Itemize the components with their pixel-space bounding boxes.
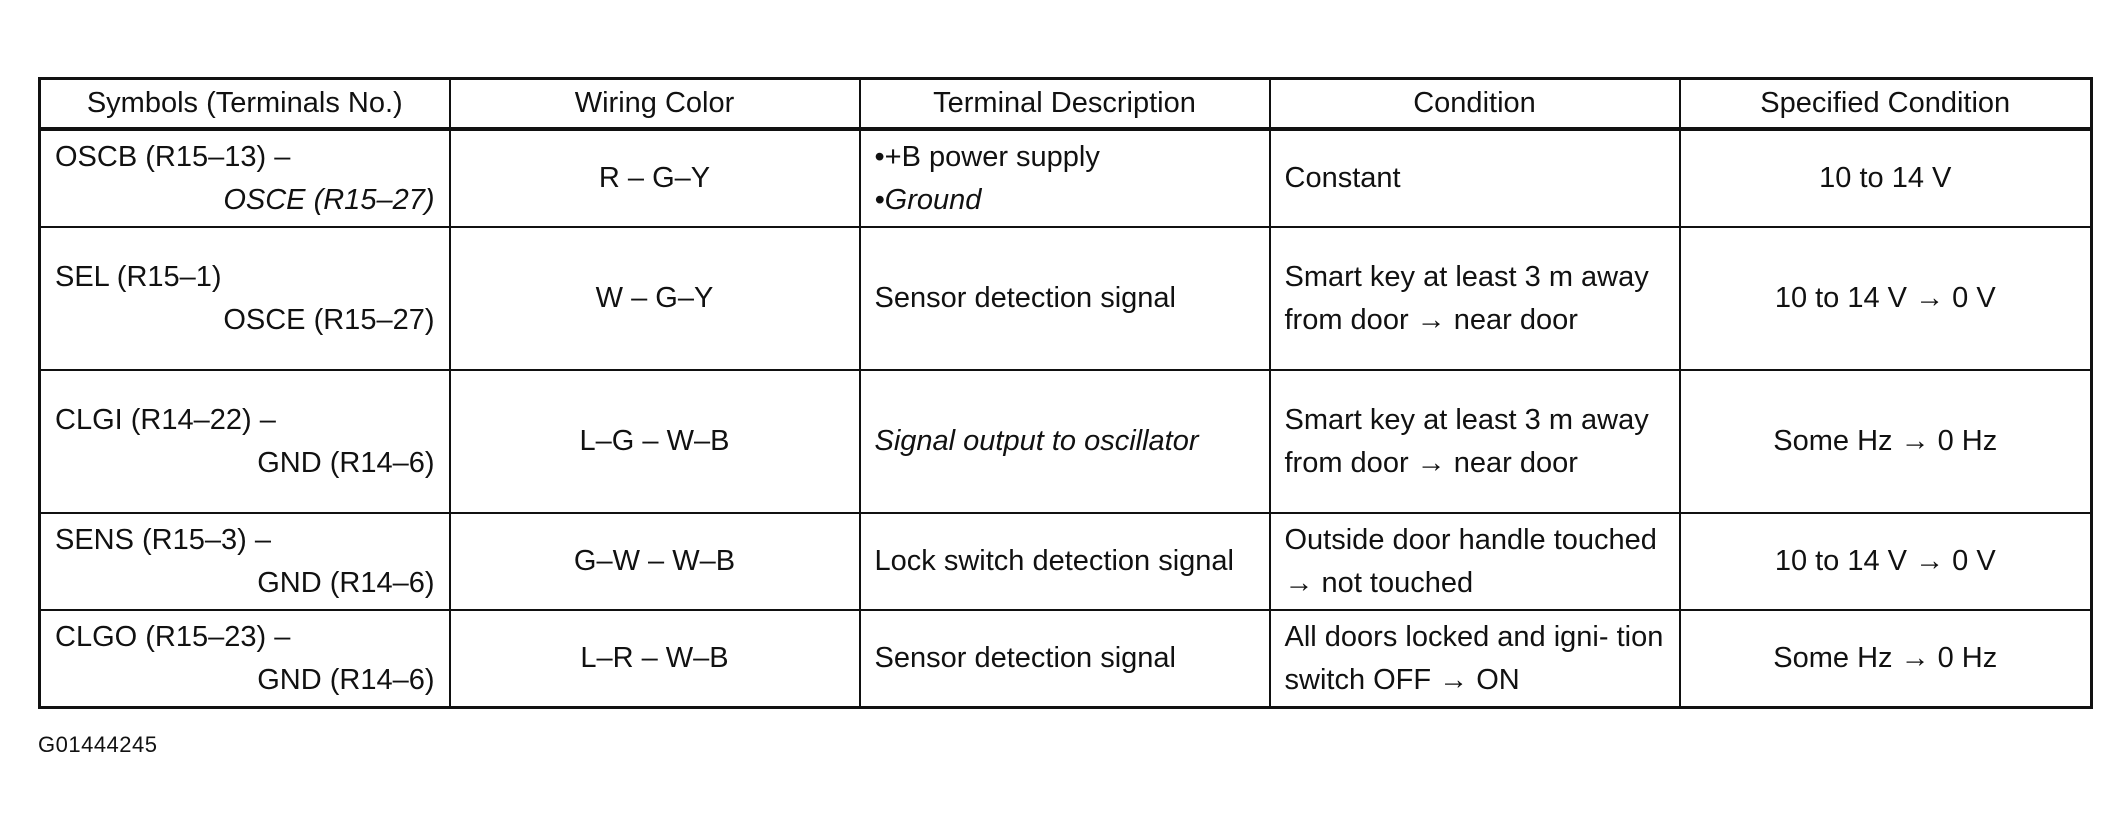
header-row: Symbols (Terminals No.) Wiring Color Ter… <box>38 77 2093 131</box>
description-cell: Sensor detection signal <box>858 609 1271 709</box>
description-line: •+B power supply <box>874 140 1100 173</box>
symbol-to: OSCE (R15–27) <box>223 183 435 216</box>
symbol-from: OSCB (R15–13) – <box>55 140 291 173</box>
table-row: CLGI (R14–22) – GND (R14–6) L–G – W–B Si… <box>38 369 2093 514</box>
table-row: SEL (R15–1) OSCE (R15–27) W – G–Y Sensor… <box>38 226 2093 371</box>
header-specified-condition: Specified Condition <box>1678 77 2093 131</box>
wiring-color-cell: G–W – W–B <box>448 512 861 611</box>
symbol-to: OSCE (R15–27) <box>223 303 435 336</box>
table-body: OSCB (R15–13) – OSCE (R15–27) R – G–Y •+… <box>38 128 2093 709</box>
symbols-cell: SEL (R15–1) OSCE (R15–27) <box>38 226 451 371</box>
table-row: CLGO (R15–23) – GND (R14–6) L–R – W–B Se… <box>38 609 2093 709</box>
wiring-color-cell: W – G–Y <box>448 226 861 371</box>
table-header: Symbols (Terminals No.) Wiring Color Ter… <box>38 77 2093 131</box>
header-terminal-description: Terminal Description <box>858 77 1271 131</box>
table-row: OSCB (R15–13) – OSCE (R15–27) R – G–Y •+… <box>38 128 2093 228</box>
terminal-inspection-table: Symbols (Terminals No.) Wiring Color Ter… <box>38 77 2093 709</box>
specified-condition-cell: Some Hz → 0 Hz <box>1678 369 2093 514</box>
symbols-cell: SENS (R15–3) – GND (R14–6) <box>38 512 451 611</box>
description-cell: •+B power supply •Ground <box>858 128 1271 228</box>
condition-cell: Constant <box>1268 128 1681 228</box>
header-condition: Condition <box>1268 77 1681 131</box>
header-symbols: Symbols (Terminals No.) <box>38 77 451 131</box>
specified-condition-cell: 10 to 14 V <box>1678 128 2093 228</box>
specified-condition-cell: Some Hz → 0 Hz <box>1678 609 2093 709</box>
symbols-cell: CLGO (R15–23) – GND (R14–6) <box>38 609 451 709</box>
symbol-from: SEL (R15–1) <box>55 260 222 293</box>
symbol-to: GND (R14–6) <box>257 446 435 479</box>
symbols-cell: CLGI (R14–22) – GND (R14–6) <box>38 369 451 514</box>
figure-id: G01444245 <box>38 732 158 757</box>
specified-condition-cell: 10 to 14 V → 0 V <box>1678 512 2093 611</box>
symbol-from: CLGI (R14–22) – <box>55 403 276 436</box>
condition-cell: All doors locked and igni- tion switch O… <box>1268 609 1681 709</box>
symbol-to: GND (R14–6) <box>257 663 435 696</box>
specified-condition-cell: 10 to 14 V → 0 V <box>1678 226 2093 371</box>
description-line: •Ground <box>874 183 982 216</box>
condition-cell: Outside door handle touched → not touche… <box>1268 512 1681 611</box>
wiring-color-cell: L–G – W–B <box>448 369 861 514</box>
condition-cell: Smart key at least 3 m away from door → … <box>1268 226 1681 371</box>
symbol-from: SENS (R15–3) – <box>55 523 271 556</box>
symbol-to: GND (R14–6) <box>257 566 435 599</box>
wiring-color-cell: R – G–Y <box>448 128 861 228</box>
symbols-cell: OSCB (R15–13) – OSCE (R15–27) <box>38 128 451 228</box>
condition-cell: Smart key at least 3 m away from door → … <box>1268 369 1681 514</box>
header-wiring-color: Wiring Color <box>448 77 861 131</box>
table-row: SENS (R15–3) – GND (R14–6) G–W – W–B Loc… <box>38 512 2093 611</box>
description-cell: Lock switch detection signal <box>858 512 1271 611</box>
symbol-from: CLGO (R15–23) – <box>55 620 291 653</box>
wiring-color-cell: L–R – W–B <box>448 609 861 709</box>
description-cell: Sensor detection signal <box>858 226 1271 371</box>
description-cell: Signal output to oscillator <box>858 369 1271 514</box>
